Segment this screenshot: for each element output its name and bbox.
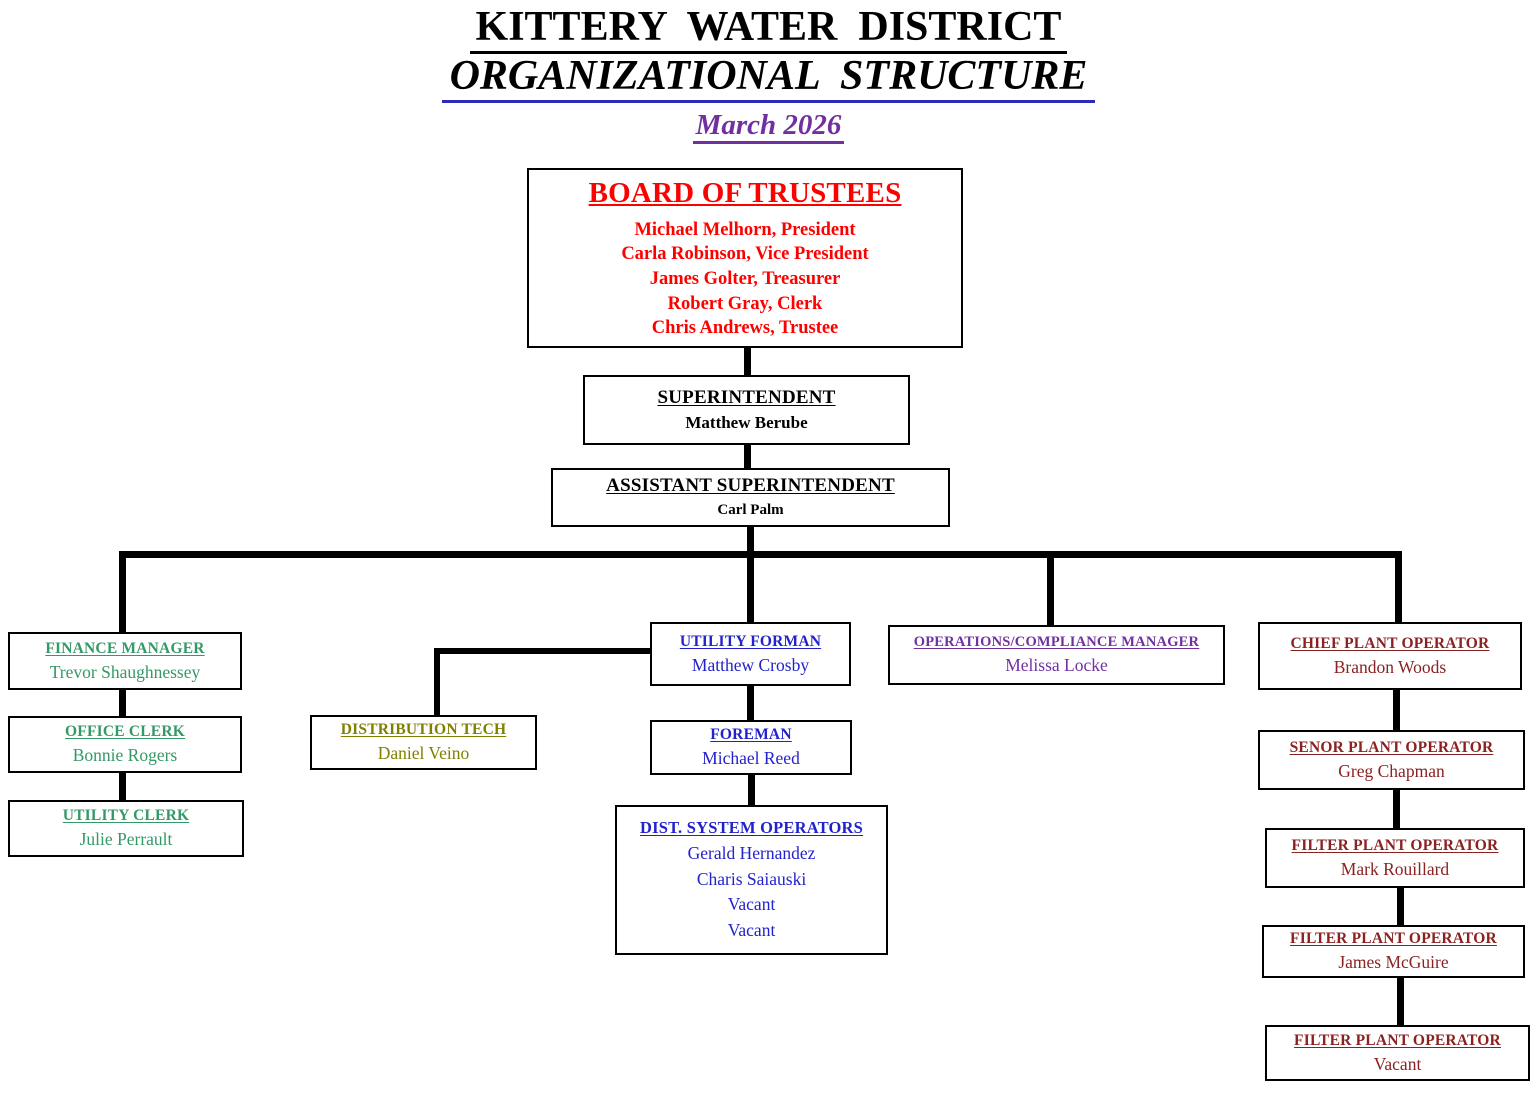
board-member: Chris Andrews, Trustee: [651, 318, 839, 339]
connector-assistant-trunk: [747, 522, 754, 558]
trunk-line: [119, 551, 1402, 558]
chief-plant-operator-title: CHIEF PLANT OPERATOR: [1290, 634, 1490, 652]
elbow-distribution-horizontal: [434, 648, 654, 654]
chart-date: March 2026: [0, 109, 1537, 145]
distribution-tech-name: Daniel Veino: [377, 743, 470, 764]
board-member: Robert Gray, Clerk: [667, 293, 823, 314]
chief-plant-operator-name: Brandon Woods: [1333, 656, 1447, 677]
box-dist-system-operators: DIST. SYSTEM OPERATORS Gerald Hernandez …: [615, 805, 888, 955]
box-board-of-trustees: BOARD OF TRUSTEES Michael Melhorn, Presi…: [527, 168, 963, 348]
board-member: Michael Melhorn, President: [634, 219, 856, 240]
box-operations-compliance-manager: OPERATIONS/COMPLIANCE MANAGER Melissa Lo…: [888, 625, 1225, 685]
filter-plant-operator-2-title: FILTER PLANT OPERATOR: [1290, 930, 1497, 948]
board-title: BOARD OF TRUSTEES: [588, 177, 902, 210]
connector-superintendent-assistant: [744, 440, 751, 473]
connector-foreman-operators: [748, 772, 755, 809]
dist-system-operator: Vacant: [727, 919, 776, 940]
connector-finance-office: [119, 685, 126, 720]
filter-plant-operator-2-name: James McGuire: [1338, 952, 1449, 973]
board-member: James Golter, Treasurer: [649, 269, 841, 290]
dist-system-operator: Gerald Hernandez: [687, 843, 816, 864]
page-subtitle: ORGANIZATIONAL STRUCTURE: [0, 53, 1537, 104]
office-clerk-name: Bonnie Rogers: [72, 745, 178, 766]
box-filter-plant-operator-2: FILTER PLANT OPERATOR James McGuire: [1262, 925, 1525, 978]
drop-operations-manager: [1047, 551, 1054, 629]
operations-compliance-manager-title: OPERATIONS/COMPLIANCE MANAGER: [913, 634, 1200, 651]
elbow-distribution-vertical: [434, 648, 440, 718]
dist-system-operators-title: DIST. SYSTEM OPERATORS: [639, 818, 864, 838]
finance-manager-title: FINANCE MANAGER: [45, 639, 205, 657]
box-utility-clerk: UTILITY CLERK Julie Perrault: [8, 800, 244, 857]
box-office-clerk: OFFICE CLERK Bonnie Rogers: [8, 716, 242, 773]
foreman-title: FOREMAN: [710, 726, 792, 744]
board-member: Carla Robinson, Vice President: [621, 244, 869, 265]
box-filter-plant-operator-3: FILTER PLANT OPERATOR Vacant: [1265, 1025, 1530, 1081]
box-chief-plant-operator: CHIEF PLANT OPERATOR Brandon Woods: [1258, 622, 1522, 690]
dist-system-operator: Vacant: [727, 894, 776, 915]
utility-clerk-name: Julie Perrault: [79, 829, 173, 850]
office-clerk-title: OFFICE CLERK: [65, 723, 185, 741]
senor-plant-operator-title: SENOR PLANT OPERATOR: [1289, 738, 1494, 756]
connector-board-superintendent: [744, 340, 751, 380]
connector-filter2-filter3: [1397, 973, 1404, 1029]
box-filter-plant-operator-1: FILTER PLANT OPERATOR Mark Rouillard: [1265, 828, 1525, 888]
box-finance-manager: FINANCE MANAGER Trevor Shaughnessey: [8, 632, 242, 690]
page-title-text: KITTERY WATER DISTRICT: [469, 4, 1068, 54]
dist-system-operator: Charis Saiauski: [696, 868, 807, 889]
connector-senor-filter1: [1393, 786, 1400, 832]
filter-plant-operator-3-title: FILTER PLANT OPERATOR: [1294, 1031, 1501, 1049]
connector-office-utility-clerk: [119, 770, 126, 804]
utility-clerk-title: UTILITY CLERK: [62, 807, 190, 825]
operations-compliance-manager-name: Melissa Locke: [1005, 655, 1108, 676]
finance-manager-name: Trevor Shaughnessey: [49, 661, 201, 682]
chart-date-text: March 2026: [692, 109, 845, 145]
chart-header: KITTERY WATER DISTRICT ORGANIZATIONAL ST…: [0, 4, 1537, 145]
drop-utility-forman: [747, 551, 754, 626]
box-foreman: FOREMAN Michael Reed: [650, 720, 852, 775]
filter-plant-operator-1-title: FILTER PLANT OPERATOR: [1291, 836, 1499, 854]
drop-chief-plant-operator: [1395, 551, 1402, 626]
box-senor-plant-operator: SENOR PLANT OPERATOR Greg Chapman: [1258, 730, 1525, 790]
box-utility-forman: UTILITY FORMAN Matthew Crosby: [650, 622, 851, 686]
foreman-name: Michael Reed: [702, 748, 800, 769]
distribution-tech-title: DISTRIBUTION TECH: [340, 721, 507, 739]
connector-filter1-filter2: [1397, 884, 1404, 929]
page-title: KITTERY WATER DISTRICT: [0, 4, 1537, 54]
page-subtitle-text: ORGANIZATIONAL STRUCTURE: [441, 53, 1096, 104]
senor-plant-operator-name: Greg Chapman: [1338, 760, 1445, 781]
assistant-superintendent-name: Carl Palm: [717, 502, 784, 519]
connector-chief-senor: [1393, 686, 1400, 734]
assistant-superintendent-title: ASSISTANT SUPERINTENDENT: [606, 475, 895, 497]
connector-forman-foreman: [747, 682, 754, 724]
box-superintendent: SUPERINTENDENT Matthew Berube: [583, 375, 910, 445]
utility-forman-title: UTILITY FORMAN: [679, 632, 822, 650]
utility-forman-name: Matthew Crosby: [691, 654, 810, 675]
box-assistant-superintendent: ASSISTANT SUPERINTENDENT Carl Palm: [551, 468, 950, 527]
superintendent-title: SUPERINTENDENT: [657, 386, 836, 408]
drop-finance-manager: [119, 551, 126, 636]
filter-plant-operator-1-name: Mark Rouillard: [1340, 858, 1450, 879]
filter-plant-operator-3-name: Vacant: [1373, 1053, 1422, 1074]
superintendent-name: Matthew Berube: [685, 413, 808, 433]
box-distribution-tech: DISTRIBUTION TECH Daniel Veino: [310, 715, 537, 770]
